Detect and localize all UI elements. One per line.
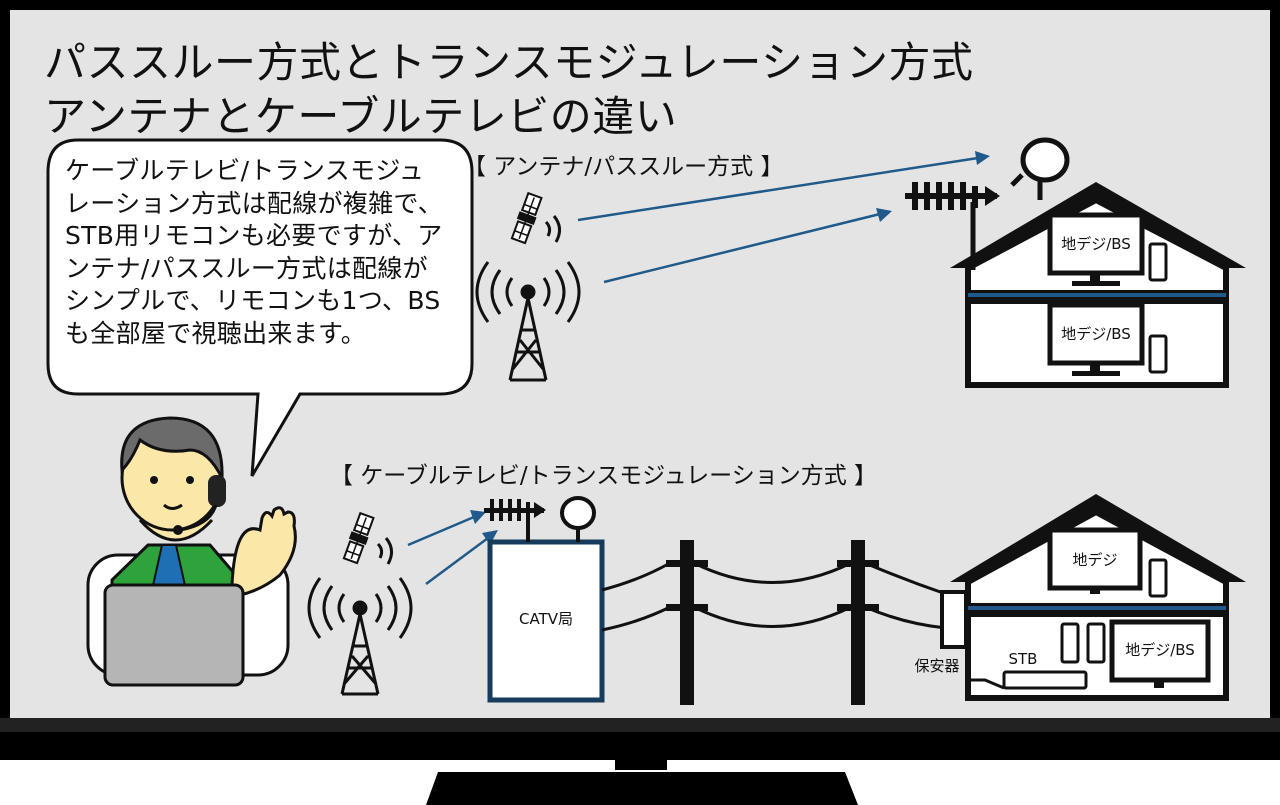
section-label-antenna: 【 アンテナ/パススルー方式 】 xyxy=(463,154,784,180)
satellite-icon xyxy=(342,511,375,565)
tv-label-bottom-upper: 地デジ xyxy=(1072,551,1117,569)
tv-neck xyxy=(615,758,667,770)
signal-arrow-satellite xyxy=(407,515,475,547)
signal-arrow-tower xyxy=(425,536,489,586)
tv-stand xyxy=(426,772,858,805)
arrow-head xyxy=(876,208,892,222)
arrow-head xyxy=(470,510,486,524)
satellite-signal xyxy=(544,215,561,243)
title-line-2: アンテナとケーブルテレビの違い xyxy=(44,92,678,141)
arrow-head xyxy=(975,151,990,165)
cables xyxy=(601,561,947,632)
stb-label: STB xyxy=(1009,650,1038,668)
satellite-icon xyxy=(510,191,543,245)
operator-illustration xyxy=(86,416,297,687)
tower-icon xyxy=(307,577,413,696)
tv-bezel-strip xyxy=(0,718,1280,732)
signal-arrow-tower xyxy=(603,212,881,284)
house-cable xyxy=(940,494,1246,701)
speech-bubble-text: ケーブルテレビ/トランスモジュレーション方式は配線が複雑で、STB用リモコンも必… xyxy=(65,156,444,348)
tv-label-top-lower: 地デジ/BS xyxy=(1061,325,1131,343)
page-title: パススルー方式とトランスモジュレーション方式 アンテナとケーブルテレビの違い xyxy=(44,36,974,144)
catv-station xyxy=(484,496,605,703)
tv-label-top-upper: 地デジ/BS xyxy=(1061,235,1131,253)
protector-label: 保安器 xyxy=(914,657,959,675)
house-antenna xyxy=(905,137,1246,388)
tv-label-bottom-lower: 地デジ/BS xyxy=(1125,641,1195,659)
catv-label: CATV局 xyxy=(519,610,573,628)
signal-arrow-satellite xyxy=(577,156,979,222)
title-line-1: パススルー方式とトランスモジュレーション方式 xyxy=(44,38,974,87)
speech-bubble xyxy=(46,138,474,477)
arrow-head xyxy=(482,530,498,545)
tower-icon xyxy=(475,261,581,382)
utility-poles xyxy=(666,540,879,705)
section-label-cable: 【 ケーブルテレビ/トランスモジュレーション方式 】 xyxy=(330,463,878,489)
satellite-signal xyxy=(376,537,393,565)
